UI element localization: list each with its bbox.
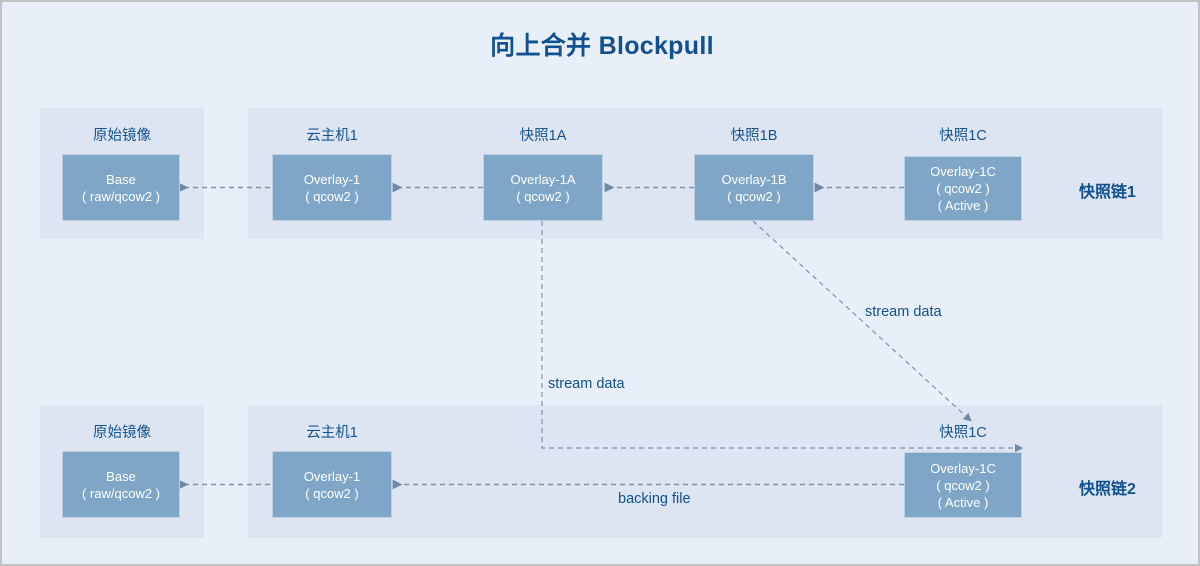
node-line: ( raw/qcow2 ) bbox=[81, 188, 161, 204]
node-line: ( qcow2 ) bbox=[727, 188, 781, 204]
node-line: ( qcow2 ) bbox=[936, 181, 990, 196]
caption-chain2-vm1: 云主机1 bbox=[306, 425, 358, 441]
node-line: ( qcow2 ) bbox=[305, 188, 359, 204]
node-line: ( Active ) bbox=[937, 198, 989, 213]
node-chain1-overlay1a[interactable]: Overlay-1A ( qcow2 ) bbox=[483, 154, 603, 221]
caption-chain2-origin: 原始镜像 bbox=[93, 425, 151, 441]
node-line: Base bbox=[106, 468, 136, 484]
caption-chain1-snap1b: 快照1B bbox=[730, 128, 778, 144]
node-line: Overlay-1C bbox=[930, 460, 996, 476]
node-line: Overlay-1B bbox=[721, 171, 787, 187]
node-line: ( qcow2 ) bbox=[516, 188, 570, 204]
caption-chain1-snap1c: 快照1C bbox=[939, 128, 987, 144]
label-backing-file: backing file bbox=[618, 491, 691, 507]
chain2-label: 快照链2 bbox=[1079, 481, 1136, 498]
node-line: ( qcow2 ) bbox=[305, 485, 359, 501]
node-line: Overlay-1A bbox=[510, 171, 576, 187]
caption-chain1-origin: 原始镜像 bbox=[93, 128, 151, 144]
node-line: ( raw/qcow2 ) bbox=[81, 485, 161, 501]
caption-chain1-snap1a: 快照1A bbox=[519, 128, 567, 144]
caption-chain1-vm1: 云主机1 bbox=[306, 128, 358, 144]
caption-chain2-snap1c: 快照1C bbox=[939, 425, 987, 441]
node-chain2-overlay1[interactable]: Overlay-1 ( qcow2 ) bbox=[272, 451, 392, 518]
node-chain2-overlay1c[interactable]: Overlay-1C ( qcow2 ) ( Active ) bbox=[904, 452, 1022, 518]
node-line: Overlay-1C bbox=[930, 164, 996, 179]
node-chain1-overlay1c[interactable]: Overlay-1C ( qcow2 ) ( Active ) bbox=[904, 156, 1022, 221]
node-line: ( Active ) bbox=[937, 494, 989, 510]
node-line: Base bbox=[106, 171, 136, 187]
page-title: 向上合并 Blockpull bbox=[490, 32, 714, 60]
wire-stream-data-diagonal bbox=[752, 220, 972, 422]
label-stream-data-diagonal: stream data bbox=[865, 304, 942, 320]
node-chain2-base[interactable]: Base ( raw/qcow2 ) bbox=[62, 451, 180, 518]
node-chain1-overlay1b[interactable]: Overlay-1B ( qcow2 ) bbox=[694, 154, 814, 221]
node-chain1-overlay1[interactable]: Overlay-1 ( qcow2 ) bbox=[272, 154, 392, 221]
label-stream-data-vertical: stream data bbox=[548, 376, 625, 392]
node-chain1-base[interactable]: Base ( raw/qcow2 ) bbox=[62, 154, 180, 221]
node-line: Overlay-1 bbox=[303, 171, 361, 187]
node-line: ( qcow2 ) bbox=[936, 477, 990, 493]
chain1-label: 快照链1 bbox=[1079, 184, 1136, 201]
node-line: Overlay-1 bbox=[303, 468, 361, 484]
